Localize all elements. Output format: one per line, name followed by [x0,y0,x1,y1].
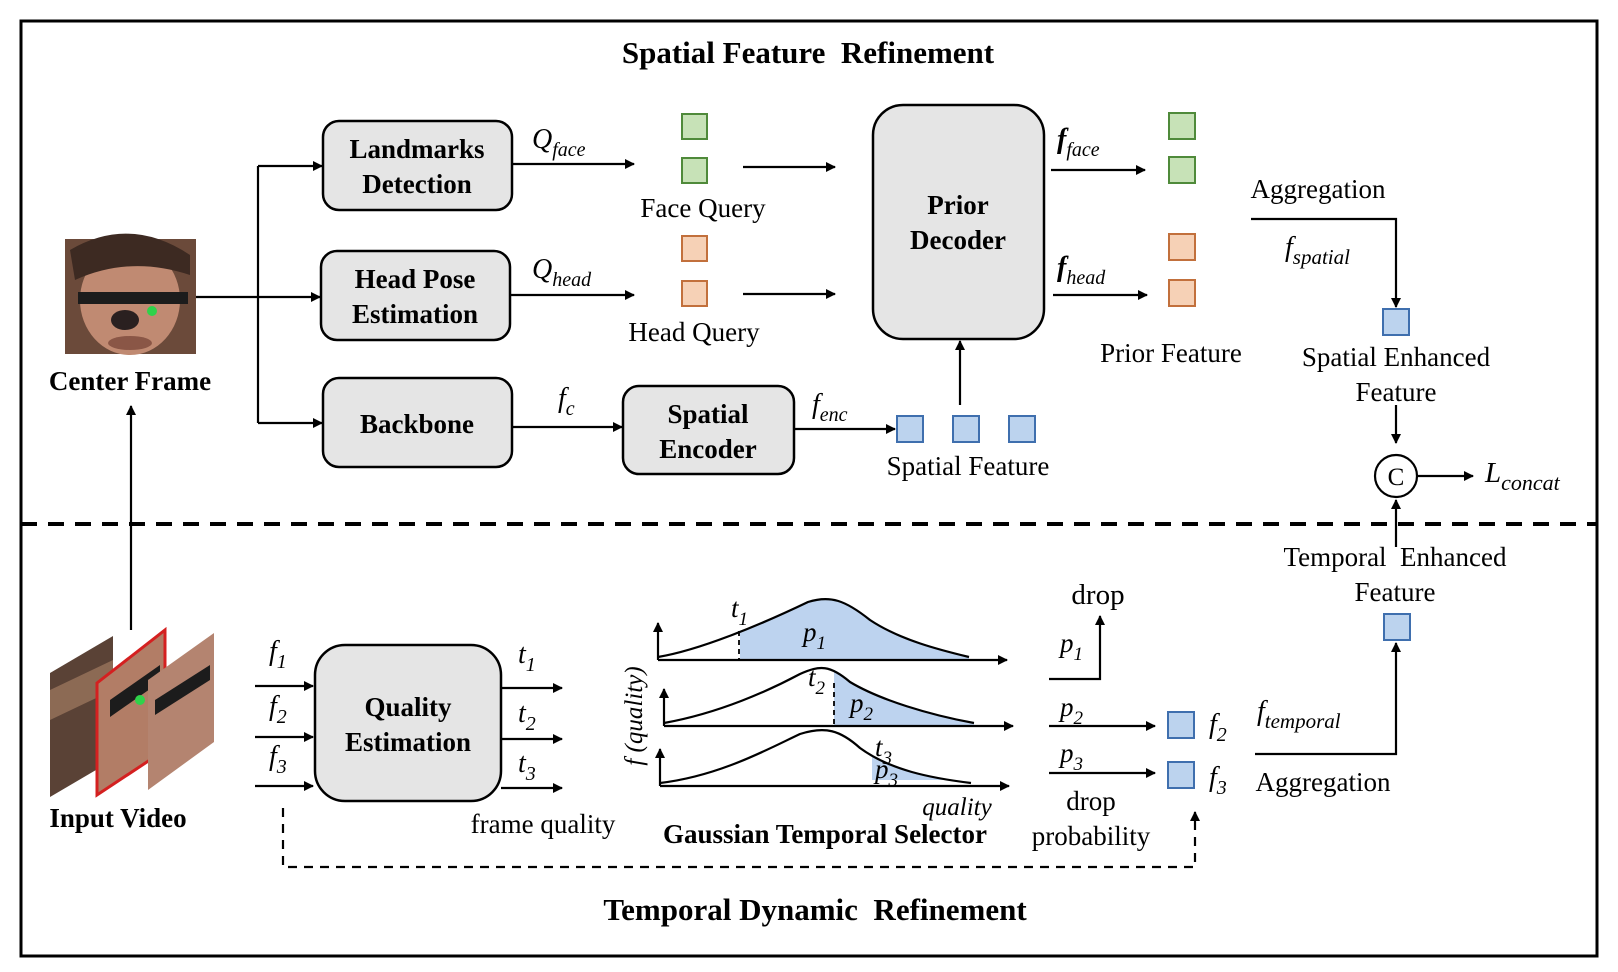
quality-line2: Estimation [345,727,471,757]
landmarks-line2: Detection [362,169,471,199]
t2-curve-label: t2 [808,662,826,699]
arrow-temporal-aggregation [1255,642,1401,756]
f-quality-axis-label: f (quality) [621,666,648,765]
input-video-label: Input Video [49,803,186,833]
center-frame-label: Center Frame [49,366,211,396]
t3-curve-label: t3 [875,732,892,769]
prior-face-token [1168,156,1196,184]
center-frame-image [65,233,196,355]
gaussian-plot-2 [659,666,1014,731]
f-c-label: fc [558,383,575,420]
temporal-section-title: Temporal Dynamic Refinement [603,892,1027,927]
face-query-token [681,113,708,140]
f-enc-label: fenc [812,389,848,426]
p1-curve-label: p1 [801,617,826,654]
spatial-enhanced-line1: Spatial Enhanced [1302,342,1491,372]
f2-label: f2 [269,691,287,728]
drop-probability-line1: drop [1066,786,1116,816]
face-query-token [681,157,708,184]
headpose-line2: Estimation [352,299,478,329]
gaussian-plot-1 [653,598,1008,665]
head-query-label: Head Query [628,317,760,347]
spatial-feature-label: Spatial Feature [887,451,1050,481]
spatial-encoder-line1: Spatial [667,399,749,429]
q-head-label: Qhead [532,254,592,291]
f2-kept-label: f2 [1209,709,1227,746]
aggregation-bottom-label: Aggregation [1256,767,1391,797]
p3-curve-label: p3 [873,754,898,791]
f3-kept-label: f3 [1209,762,1227,799]
drop-probability-line2: probability [1032,821,1151,851]
landmarks-line1: Landmarks [349,134,484,164]
input-video-frames [50,626,214,798]
q-face-label: Qface [532,124,586,161]
prior-decoder-line2: Decoder [910,225,1006,255]
head-query-token [681,235,708,262]
gaussian-plot-3 [655,728,1010,791]
prior-face-token [1168,112,1196,140]
quality-axis-label: quality [922,794,992,821]
frame-quality-label: frame quality [471,809,616,839]
spatial-enhanced-token [1382,308,1410,336]
kept-feature-token-f2 [1167,711,1195,739]
t1-label: t1 [518,639,536,676]
p1-drop-label: p1 [1058,628,1083,665]
f3-label: f3 [269,741,287,778]
spatial-enhanced-line2: Feature [1356,377,1437,407]
prior-decoder-box [871,103,1046,341]
quality-estimation-box [313,643,503,803]
temporal-enhanced-line2: Feature [1355,577,1436,607]
backbone-label: Backbone [360,409,474,439]
arrow-spatial-aggregation [1251,217,1401,308]
spatial-section-title: Spatial Feature Refinement [622,35,995,70]
quality-line1: Quality [364,692,452,722]
f-spatial-label: fspatial [1285,232,1350,269]
spatial-encoder-line2: Encoder [659,434,757,464]
drop-label: drop [1071,579,1124,611]
t2-label: t2 [518,698,536,735]
arrow-p1-drop [1049,615,1105,681]
f-face-label: fface [1057,124,1100,161]
f1-label: f1 [269,636,287,673]
landmarks-detection-box [321,119,514,212]
t1-curve-label: t1 [731,593,748,630]
prior-feature-label: Prior Feature [1100,338,1242,368]
spatial-feature-token [1008,415,1036,443]
face-query-label: Face Query [640,193,766,223]
outer-frame [19,19,1599,958]
t3-label: t3 [518,748,536,785]
prior-head-token [1168,279,1196,307]
l-concat-label: Lconcat [1484,457,1561,495]
temporal-enhanced-line1: Temporal Enhanced [1283,542,1507,572]
headpose-line1: Head Pose [355,264,476,294]
prior-decoder-line1: Prior [927,190,988,220]
p3-path-label: p3 [1058,738,1083,775]
dashed-feedback-loop [281,808,1200,869]
temporal-enhanced-token [1383,613,1411,641]
kept-feature-token-f3 [1167,761,1195,789]
prior-head-token [1168,233,1196,261]
backbone-box [321,376,514,469]
spatial-feature-token [952,415,980,443]
p2-path-label: p2 [1058,692,1084,729]
aggregation-top-label: Aggregation [1251,174,1386,204]
f-temporal-label: ftemporal [1257,696,1341,733]
gts-label: Gaussian Temporal Selector [663,819,987,849]
p2-curve-label: p2 [848,688,874,725]
concat-symbol: C [1388,464,1405,491]
head-query-token [681,280,708,307]
spatial-feature-token [896,415,924,443]
f-head-label: fhead [1057,252,1106,289]
